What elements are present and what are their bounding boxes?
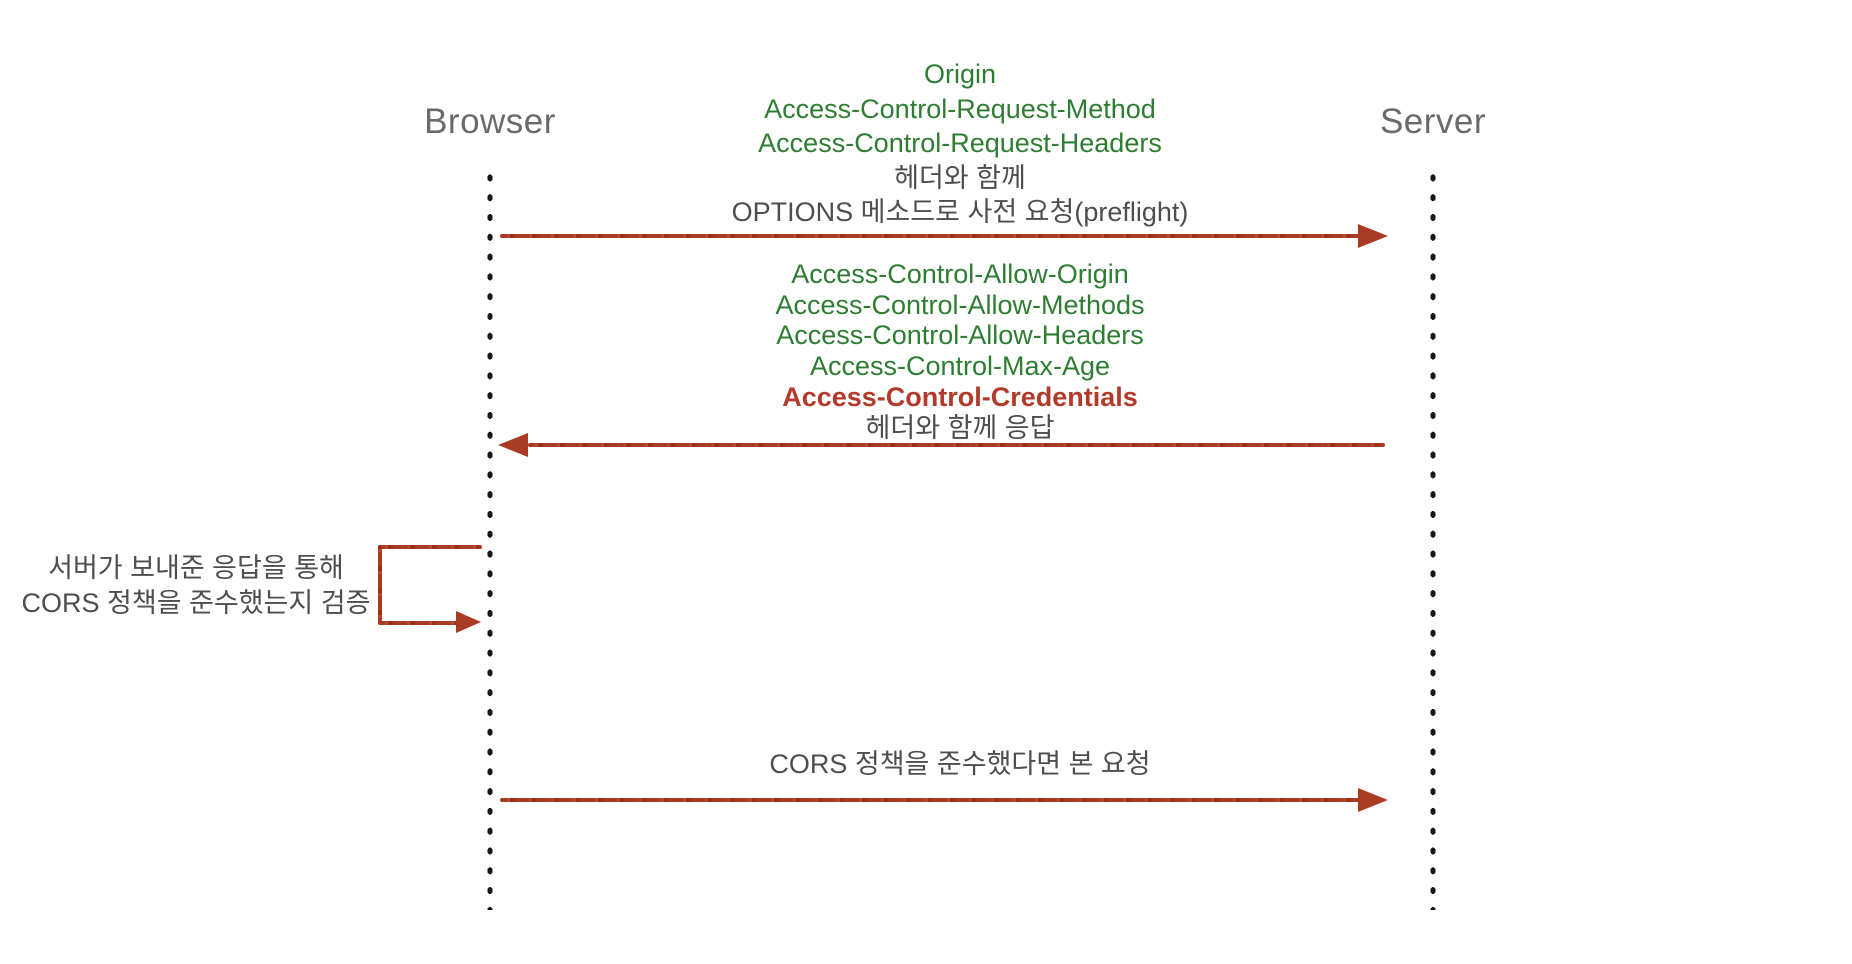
validation-note-line-2: CORS 정책을 준수했는지 검증 xyxy=(21,588,371,618)
self-loop-bottom-segment xyxy=(378,621,460,625)
arrow-right-icon xyxy=(1358,224,1388,248)
preflight-response-arrow xyxy=(528,443,1385,447)
main-request-caption: CORS 정책을 준수했다면 본 요청 xyxy=(769,749,1151,779)
header-access-control-request-method: Access-Control-Request-Method xyxy=(764,93,1156,124)
validation-note: 서버가 보내준 응답을 통해 CORS 정책을 준수했는지 검증 xyxy=(20,551,372,621)
with-headers-caption: 헤더와 함께 xyxy=(894,162,1026,193)
header-access-control-max-age: Access-Control-Max-Age xyxy=(809,351,1111,382)
preflight-request-labels: Origin Access-Control-Request-Method Acc… xyxy=(460,57,1460,230)
header-access-control-request-headers: Access-Control-Request-Headers xyxy=(758,128,1162,158)
arrow-right-icon xyxy=(1358,788,1388,812)
arrow-left-icon xyxy=(498,433,528,457)
self-loop-arrowhead-icon xyxy=(456,611,481,633)
preflight-response-labels: Access-Control-Allow-Origin Access-Contr… xyxy=(460,259,1460,443)
options-preflight-caption: OPTIONS 메소드로 사전 요청(preflight) xyxy=(731,197,1189,227)
header-access-control-credentials: Access-Control-Credentials xyxy=(782,381,1138,412)
self-loop-top-segment xyxy=(378,545,482,549)
self-loop-side-segment xyxy=(378,545,382,625)
header-origin: Origin xyxy=(923,59,997,89)
header-access-control-allow-origin: Access-Control-Allow-Origin xyxy=(791,259,1129,289)
header-access-control-allow-headers: Access-Control-Allow-Headers xyxy=(776,320,1144,351)
server-lifeline-dotted xyxy=(1429,168,1437,910)
browser-lifeline-dotted xyxy=(486,168,494,910)
header-access-control-allow-methods: Access-Control-Allow-Methods xyxy=(775,289,1145,320)
preflight-request-arrow xyxy=(500,234,1360,238)
actor-label-browser: Browser xyxy=(424,102,556,141)
main-request-arrow xyxy=(500,798,1360,802)
actor-label-server: Server xyxy=(1379,102,1487,141)
validation-note-line-1: 서버가 보내준 응답을 통해 xyxy=(48,553,344,583)
response-with-headers-caption: 헤더와 함께 응답 xyxy=(865,412,1055,443)
main-request-label: CORS 정책을 준수했다면 본 요청 xyxy=(460,748,1460,780)
